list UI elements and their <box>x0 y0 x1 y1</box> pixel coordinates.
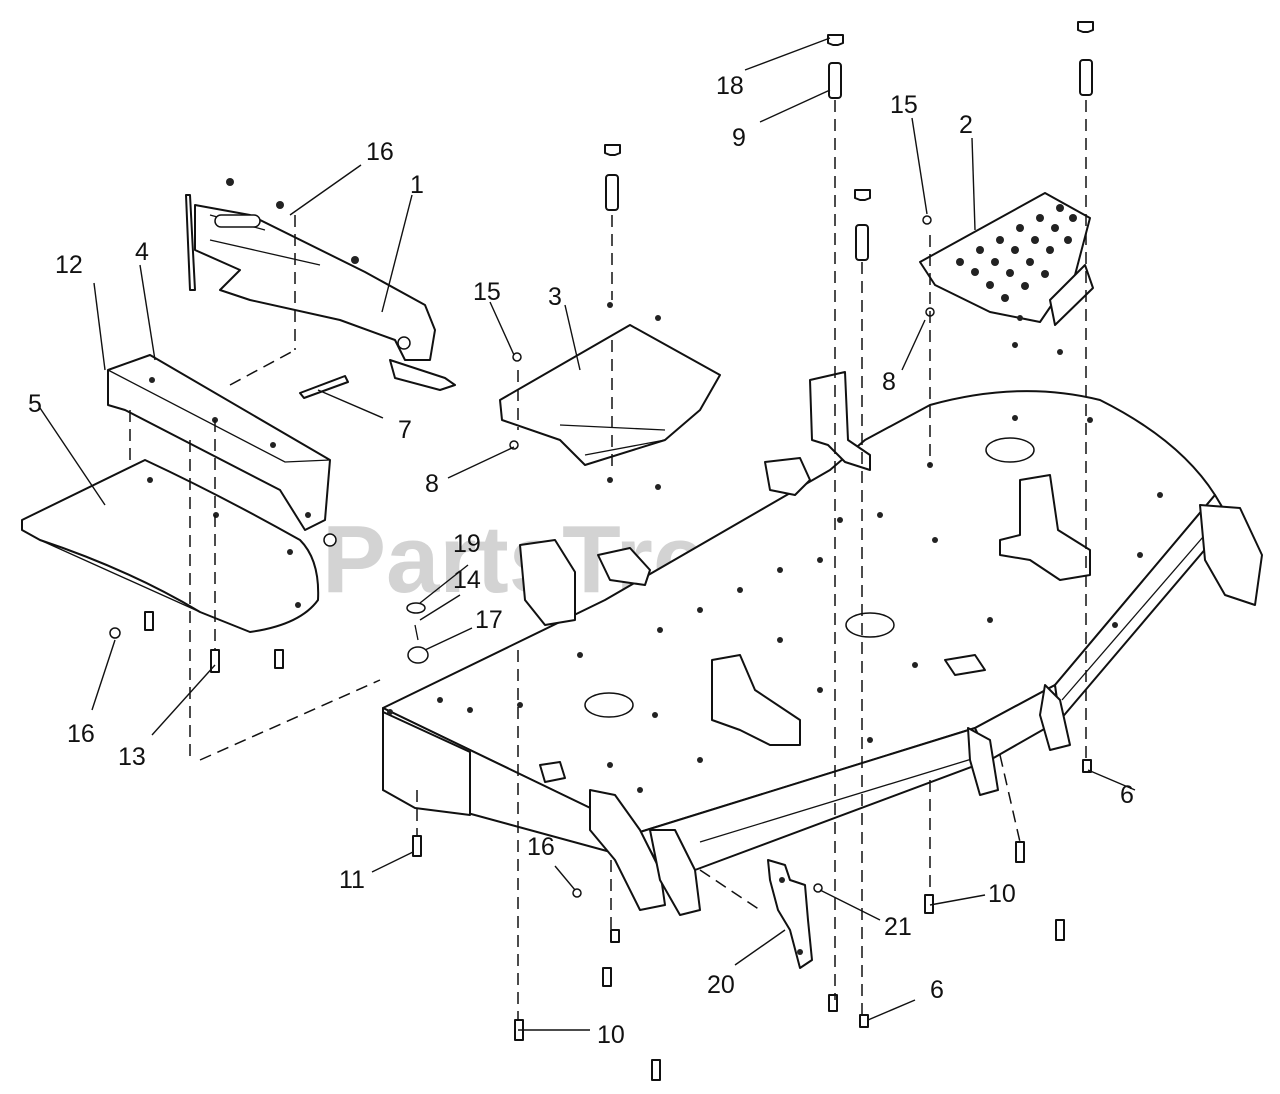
callout-8-right: 8 <box>882 368 896 396</box>
part-1-bracket <box>185 178 456 391</box>
callout-16-top: 16 <box>366 138 394 166</box>
callout-10-bottom: 10 <box>597 1021 625 1049</box>
callout-18: 18 <box>716 72 744 100</box>
callout-13: 13 <box>118 743 146 771</box>
callout-10-right: 10 <box>988 880 1016 908</box>
callout-15-left: 15 <box>473 278 501 306</box>
callout-20: 20 <box>707 971 735 999</box>
callout-17: 17 <box>475 606 503 634</box>
callout-6-right: 6 <box>1120 781 1134 809</box>
callout-11: 11 <box>339 866 365 894</box>
callout-6-bottom: 6 <box>930 976 944 1004</box>
part-4-cover <box>107 354 331 531</box>
callout-3: 3 <box>548 283 562 311</box>
callout-16-bottom: 16 <box>527 833 555 861</box>
callout-5: 5 <box>28 390 42 418</box>
callout-14: 14 <box>453 566 481 594</box>
part-5-plate <box>21 459 337 633</box>
callout-1: 1 <box>410 171 424 199</box>
hardware <box>109 21 1094 1081</box>
callout-4: 4 <box>135 238 149 266</box>
callout-7: 7 <box>398 416 412 444</box>
callout-16-left: 16 <box>67 720 95 748</box>
assembly-lines <box>129 100 1087 1020</box>
callouts: 16 1 12 4 5 7 8 15 3 18 9 15 2 8 19 14 1… <box>28 72 1134 1049</box>
part-2-step-plate <box>919 192 1094 355</box>
part-3-cover <box>499 302 721 490</box>
part-20-bracket <box>767 859 813 969</box>
leader-lines <box>39 37 1136 1031</box>
callout-12: 12 <box>55 251 83 279</box>
callout-8-left: 8 <box>425 470 439 498</box>
callout-9: 9 <box>732 124 746 152</box>
callout-19: 19 <box>453 530 481 558</box>
deck-frame <box>382 371 1263 916</box>
callout-21: 21 <box>884 913 912 941</box>
callout-15-right: 15 <box>890 91 918 119</box>
callout-2: 2 <box>959 111 973 139</box>
